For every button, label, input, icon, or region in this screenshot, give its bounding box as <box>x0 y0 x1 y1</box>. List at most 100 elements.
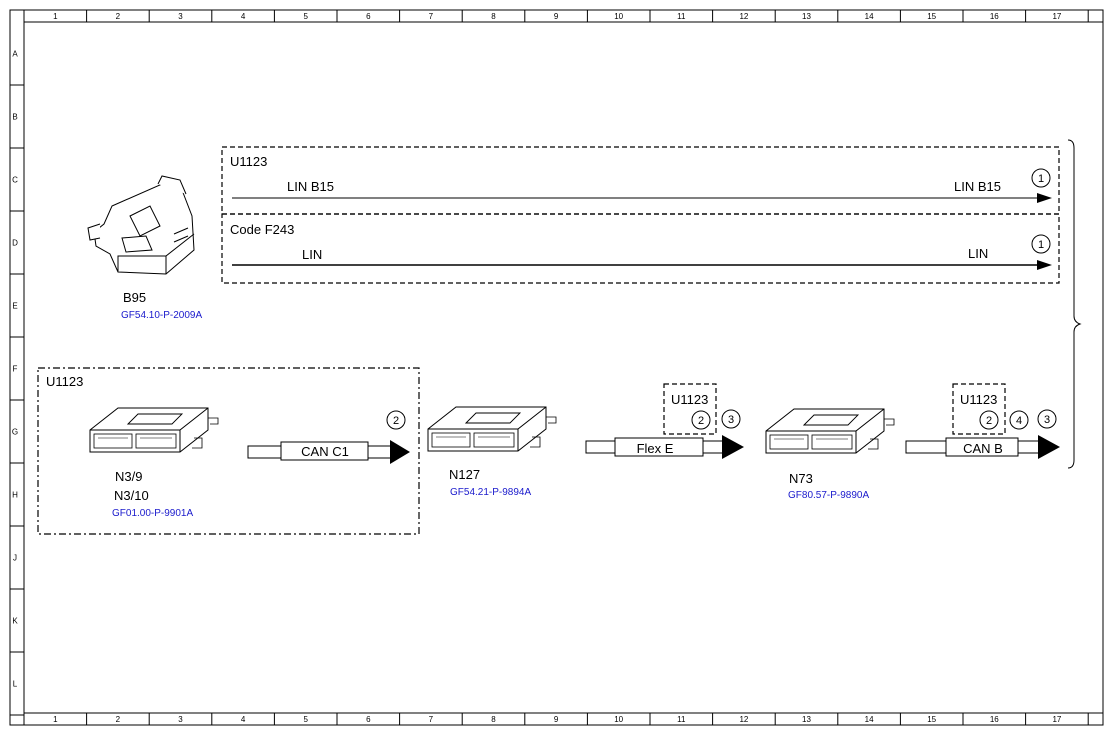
lin-b15-left-label: LIN B15 <box>287 179 334 194</box>
grid-column-label: 10 <box>614 715 623 724</box>
grid-row-label: E <box>12 302 17 311</box>
grid-column-label: 8 <box>491 715 496 724</box>
n3-u1123-box <box>37 367 420 535</box>
can-b-box-code: U1123 <box>960 392 997 407</box>
group-brace <box>1067 139 1082 469</box>
grid-row-label: K <box>12 617 18 626</box>
grid-row-label: B <box>12 113 17 122</box>
footnote-circle-2-b <box>691 410 711 430</box>
grid-column-label: 14 <box>865 12 874 21</box>
grid-column-label: 6 <box>366 715 371 724</box>
flex-e-box-code: U1123 <box>671 392 708 407</box>
grid-row-label: A <box>12 50 18 59</box>
b95-ref-link[interactable]: GF54.10-P-2009A <box>121 310 202 321</box>
n3-ref-link[interactable]: GF01.00-P-9901A <box>112 508 193 519</box>
footnote-circle-1-b-label: 1 <box>1038 239 1044 251</box>
grid-row-label: L <box>13 680 18 689</box>
grid-column-label: 7 <box>429 12 434 21</box>
footnote-circle-1-a <box>1031 168 1051 188</box>
grid-row-labels: A B C D E F G H J K L <box>10 50 24 716</box>
footnote-circle-4-c <box>1009 410 1029 430</box>
grid-column-label: 13 <box>802 12 811 21</box>
b95-name: B95 <box>123 290 146 305</box>
grid-column-label: 8 <box>491 12 496 21</box>
n73-name: N73 <box>789 471 813 486</box>
grid-column-label: 4 <box>241 715 246 724</box>
grid-column-label: 3 <box>178 715 183 724</box>
footnote-circle-3-b-label: 3 <box>728 414 734 426</box>
grid-column-label: 1 <box>53 715 58 724</box>
flex-e-u1123-box <box>663 383 717 435</box>
n3-box-code: U1123 <box>46 374 83 389</box>
grid-column-label: 17 <box>1052 715 1061 724</box>
n3-9-name: N3/9 <box>115 469 142 484</box>
footnote-circle-2-c-label: 2 <box>986 415 992 427</box>
grid-column-label: 3 <box>178 12 183 21</box>
footnote-circle-2-c <box>979 410 999 430</box>
grid-column-label: 16 <box>990 715 999 724</box>
control-unit-icon <box>89 407 219 453</box>
grid-row-label: C <box>12 176 18 185</box>
grid-row-label: F <box>13 365 18 374</box>
can-b-bus-arrow <box>905 435 1060 459</box>
lin-b15-arrowhead <box>1037 193 1052 203</box>
grid-row-label: J <box>13 554 17 563</box>
code-f243-lin-box <box>221 213 1060 284</box>
grid-column-label: 14 <box>865 715 874 724</box>
footnote-circle-1-a-label: 1 <box>1038 173 1044 185</box>
can-b-label: CAN B <box>963 441 1003 456</box>
grid-column-label: 16 <box>990 12 999 21</box>
grid-column-label: 5 <box>303 12 308 21</box>
flex-e-label: Flex E <box>637 441 674 456</box>
grid-column-label: 9 <box>554 12 559 21</box>
footnote-circle-2-a-label: 2 <box>393 415 399 427</box>
grid-row-label: H <box>12 491 18 500</box>
can-c1-label: CAN C1 <box>301 444 349 459</box>
footnote-circle-4-c-label: 4 <box>1016 415 1022 427</box>
grid-column-label: 4 <box>241 12 246 21</box>
code-f243-label: Code F243 <box>230 222 294 237</box>
can-c1-bus-arrow <box>247 440 410 464</box>
can-b-u1123-box <box>952 383 1006 435</box>
footnote-circle-3-c <box>1037 409 1057 429</box>
grid-column-label: 5 <box>303 715 308 724</box>
lin-arrowhead <box>1037 260 1052 270</box>
lin-b15-right-label: LIN B15 <box>954 179 1001 194</box>
grid-column-label: 6 <box>366 12 371 21</box>
sensor-icon <box>87 175 195 275</box>
drawing-frame <box>9 9 1104 726</box>
n73-ref-link[interactable]: GF80.57-P-9890A <box>788 490 869 501</box>
lin-left-label: LIN <box>302 247 322 262</box>
n3-10-name: N3/10 <box>114 488 149 503</box>
grid-column-label: 2 <box>116 12 121 21</box>
u1123-lin-b15-box <box>221 146 1060 215</box>
n127-name: N127 <box>449 467 480 482</box>
grid-column-label: 11 <box>677 12 686 21</box>
lin-right-label: LIN <box>968 246 988 261</box>
grid-row-label: G <box>12 428 18 437</box>
grid-column-label: 12 <box>739 12 748 21</box>
control-unit-icon <box>765 408 895 454</box>
n127-ref-link[interactable]: GF54.21-P-9894A <box>450 487 531 498</box>
footnote-circle-2-a <box>386 410 406 430</box>
grid-column-label: 15 <box>927 715 936 724</box>
grid-column-label: 10 <box>614 12 623 21</box>
footnote-circle-3-b <box>721 409 741 429</box>
grid-column-label: 12 <box>739 715 748 724</box>
grid-column-label: 2 <box>116 715 121 724</box>
grid-column-label: 1 <box>53 12 58 21</box>
u1123-code-label: U1123 <box>230 154 267 169</box>
footnote-circle-1-b <box>1031 234 1051 254</box>
footnote-circle-2-b-label: 2 <box>698 415 704 427</box>
flex-e-bus-arrow <box>585 435 744 459</box>
grid-column-label: 15 <box>927 12 936 21</box>
grid-column-label: 9 <box>554 715 559 724</box>
control-unit-icon <box>427 406 557 452</box>
grid-column-label: 7 <box>429 715 434 724</box>
grid-column-label: 17 <box>1052 12 1061 21</box>
grid-row-label: D <box>12 239 18 248</box>
grid-column-label: 11 <box>677 715 686 724</box>
